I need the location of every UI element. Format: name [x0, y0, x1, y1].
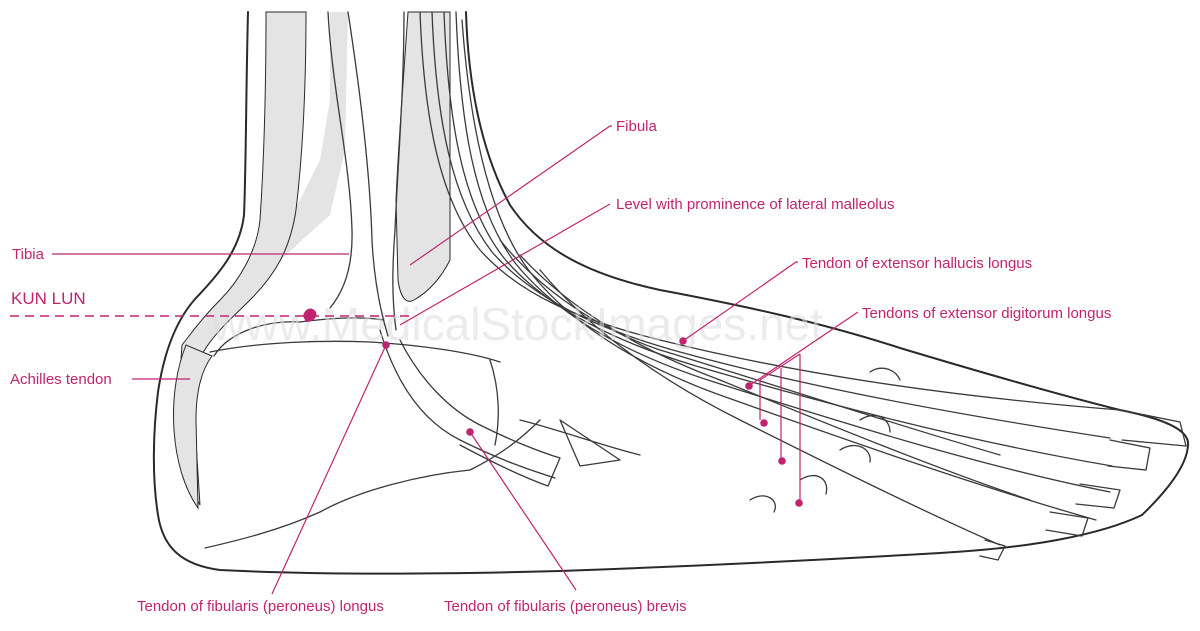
tendon-4: [455, 11, 1111, 493]
toe-5-nail: [979, 539, 1006, 561]
big-toe-nail: [1119, 409, 1187, 447]
fibula-line-b: [347, 11, 389, 337]
label-fibula: Fibula: [616, 118, 658, 135]
watermark: www.MedicalStockImages.net: [211, 298, 823, 350]
tibia-line: [327, 11, 353, 309]
dot-ext-digitorum-3: [778, 457, 786, 465]
fib-brevis-leader: [469, 431, 577, 591]
ext-hallucis-leader: [682, 261, 798, 342]
tendon-5: [461, 19, 1097, 521]
labels: Fibula Level with prominence of lateral …: [10, 118, 1111, 615]
tendon-3: [443, 11, 1113, 467]
ext-digitorum-connector: [759, 353, 801, 381]
calcaneus-bottom: [204, 469, 471, 549]
toe-2-nail: [1107, 439, 1151, 471]
dot-fib-brevis: [466, 428, 474, 436]
dot-ext-digitorum-4: [795, 499, 803, 507]
label-lateral-malleolus: Level with prominence of lateral malleol…: [616, 196, 894, 213]
label-ext-hallucis: Tendon of extensor hallucis longus: [802, 255, 1032, 272]
tendon-8: [539, 269, 1001, 546]
lateral-malleolus-leader: [399, 203, 611, 326]
marker-dots: [382, 337, 803, 507]
calcaneus-top: [213, 321, 301, 357]
shaded-regions: [173, 11, 451, 510]
fibularis-insertion: [559, 419, 621, 467]
kun-lun-point: [303, 308, 317, 322]
fib-longus-leader: [271, 344, 387, 595]
tibia-shaded: [232, 12, 348, 310]
heel-shaded: [173, 344, 213, 510]
label-tibia: Tibia: [12, 246, 45, 263]
metatarsal-joints: [749, 367, 901, 513]
dot-ext-digitorum-2: [760, 419, 768, 427]
talus: [209, 340, 501, 363]
tendon-6: [499, 239, 1001, 456]
dot-fib-longus: [382, 341, 390, 349]
cuboid: [519, 419, 641, 456]
tendon-2: [431, 11, 1111, 439]
internal-linework: [204, 11, 1187, 561]
toe-3-nail: [1075, 483, 1121, 509]
label-achilles: Achilles tendon: [10, 371, 112, 388]
dot-ext-hallucis: [679, 337, 687, 345]
calcaneus-front: [469, 419, 541, 471]
label-fib-brevis: Tendon of fibularis (peroneus) brevis: [444, 598, 687, 615]
fibula-leader: [409, 125, 612, 266]
label-ext-digitorum: Tendons of extensor digitorum longus: [862, 305, 1111, 322]
fibularis-longus-tendon: [379, 329, 556, 479]
foot-outline: [152, 11, 1190, 575]
fibularis-brevis-tendon: [399, 339, 561, 487]
ext-digitorum-leader: [749, 311, 859, 386]
back-of-leg-and-heel: [152, 11, 1143, 575]
label-fib-longus: Tendon of fibularis (peroneus) longus: [137, 598, 384, 615]
label-kun-lun: KUN LUN: [11, 289, 86, 308]
kun-lun-marker: [10, 308, 410, 322]
leader-lines: [52, 125, 859, 595]
tendon-7: [519, 254, 1031, 501]
dot-ext-digitorum-1: [745, 382, 753, 390]
toe-4-nail: [1045, 511, 1089, 537]
navicular: [489, 359, 499, 446]
fibula-line-a: [392, 11, 405, 331]
